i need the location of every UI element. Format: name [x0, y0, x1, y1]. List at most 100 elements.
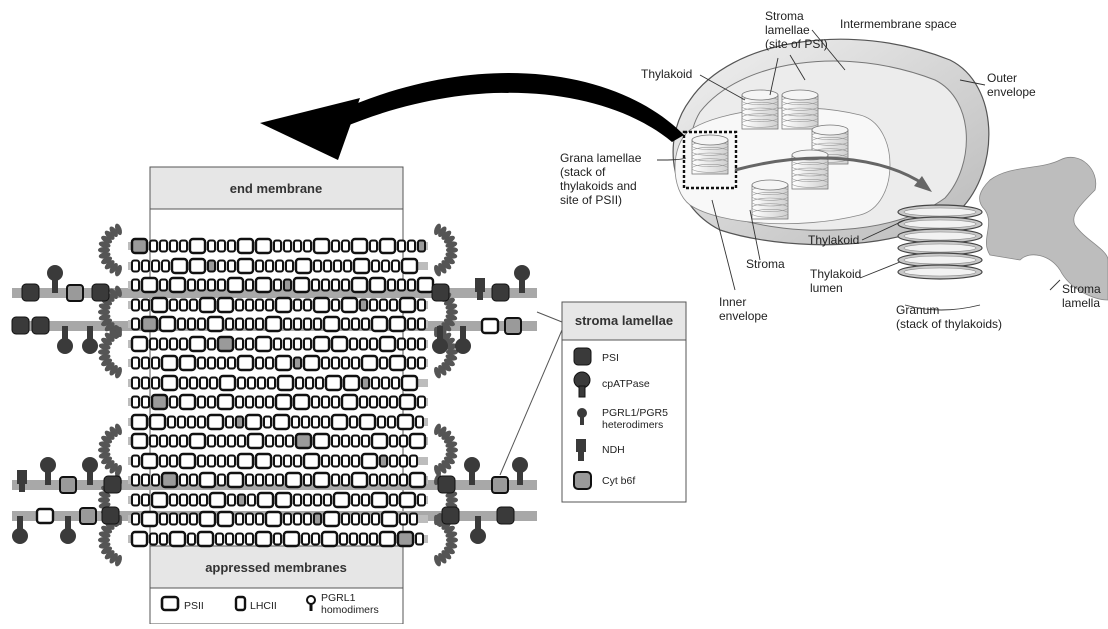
lhcii-protein [208, 261, 215, 272]
psii-protein [324, 317, 339, 331]
lhcii-protein [304, 241, 311, 252]
membrane-curvature-protein [446, 497, 458, 503]
stroma-lamella-shape [980, 157, 1108, 300]
lhcii-protein [302, 534, 309, 545]
cpatpase-stalk [519, 279, 525, 293]
lhcii-protein [246, 280, 253, 291]
granum-disc-lumen [904, 220, 976, 228]
stroma-lamellae-legend: stroma lamellae PSI cpATPase PGRL1/PGR5 … [500, 302, 686, 502]
ndh-protein [475, 278, 485, 292]
membrane-proteins [12, 223, 530, 568]
chloroplast-illustration: Stroma lamellae (site of PSI) Intermembr… [560, 9, 1108, 331]
psii-protein [162, 473, 177, 487]
lhcii-protein [284, 241, 291, 252]
lhcii-protein [256, 261, 263, 272]
lhcii-protein [198, 280, 205, 291]
lhcii-protein [390, 436, 397, 447]
lhcii-protein [198, 358, 205, 369]
lhcii-protein [284, 280, 291, 291]
lhcii-protein [334, 261, 341, 272]
legend-pgrl1-pgr5-label: PGRL1/PGR5 heterodimers [602, 407, 671, 431]
psii-protein [256, 454, 271, 468]
psii-protein [228, 278, 243, 292]
psii-protein [380, 337, 395, 351]
lhcii-protein [228, 358, 235, 369]
membrane-curvature-protein [98, 349, 110, 355]
lhcii-protein [274, 241, 281, 252]
lhcii-protein [142, 378, 149, 389]
psii-protein [314, 298, 329, 312]
granum-disc-lumen [904, 268, 976, 276]
label-stroma-lamellae-site: Stroma lamellae (site of PSI) [765, 9, 828, 51]
cpatpase-stalk [460, 326, 466, 340]
cpatpase-stalk [45, 471, 51, 485]
lhcii-protein [294, 456, 301, 467]
lhcii-protein [160, 436, 167, 447]
lhcii-protein [152, 261, 159, 272]
psii-protein [132, 434, 147, 448]
lhcii-protein [294, 241, 301, 252]
psii-protein [332, 415, 347, 429]
lhcii-protein [314, 261, 321, 272]
psi-protein [102, 507, 119, 524]
lhcii-protein [370, 397, 377, 408]
lhcii-protein [190, 475, 197, 486]
psii-protein [256, 532, 271, 546]
lhcii-protein [410, 514, 417, 525]
lhcii-protein [258, 378, 265, 389]
lhcii-protein [296, 378, 303, 389]
legend-lhcii-label: LHCII [250, 600, 277, 612]
lhcii-protein [350, 417, 357, 428]
lhcii-protein [332, 475, 339, 486]
lhcii-protein [178, 319, 185, 330]
psii-protein [304, 454, 319, 468]
psii-protein [352, 278, 367, 292]
lhcii-protein [152, 358, 159, 369]
label-granum: Granum (stack of thylakoids) [896, 303, 1002, 331]
lhcii-protein [266, 397, 273, 408]
lhcii-protein [274, 339, 281, 350]
psii-protein [360, 415, 375, 429]
lhcii-protein [352, 358, 359, 369]
psii-protein [276, 298, 291, 312]
lhcii-protein [180, 300, 187, 311]
psii-protein [482, 319, 498, 333]
lhcii-protein [132, 280, 139, 291]
granum-stack-top [782, 90, 818, 100]
cpatpase-head [57, 338, 73, 354]
lhcii-protein [304, 514, 311, 525]
lhcii-protein [256, 397, 263, 408]
psii-protein [278, 376, 293, 390]
lhcii-protein [266, 358, 273, 369]
psii-protein [142, 317, 157, 331]
lhcii-protein [382, 261, 389, 272]
psii-protein [410, 473, 425, 487]
lhcii-protein [370, 300, 377, 311]
lhcii-protein [142, 397, 149, 408]
membrane-diagram: end membrane appressed membranes PSII LH… [12, 167, 537, 624]
lhcii-protein [312, 534, 319, 545]
psi-protein [492, 284, 509, 301]
lhcii-protein [316, 378, 323, 389]
psii-protein [190, 239, 205, 253]
psii-protein [238, 454, 253, 468]
lhcii-protein [168, 417, 175, 428]
lhcii-protein [152, 378, 159, 389]
lhcii-protein [390, 397, 397, 408]
psii-protein [218, 395, 233, 409]
cytb6f-protein [60, 477, 76, 493]
psii-protein [190, 259, 205, 273]
lhcii-protein [170, 300, 177, 311]
lhcii-protein [388, 417, 395, 428]
psii-protein [314, 434, 329, 448]
psii-protein [342, 298, 357, 312]
psii-protein [258, 493, 273, 507]
lhcii-protein [294, 514, 301, 525]
psii-protein [152, 493, 167, 507]
lhcii-protein [304, 339, 311, 350]
lhcii-protein [332, 241, 339, 252]
cpatpase-head [12, 528, 28, 544]
membrane-curvature-protein [446, 247, 458, 253]
psii-protein [180, 356, 195, 370]
granum-stack-top [692, 135, 728, 145]
